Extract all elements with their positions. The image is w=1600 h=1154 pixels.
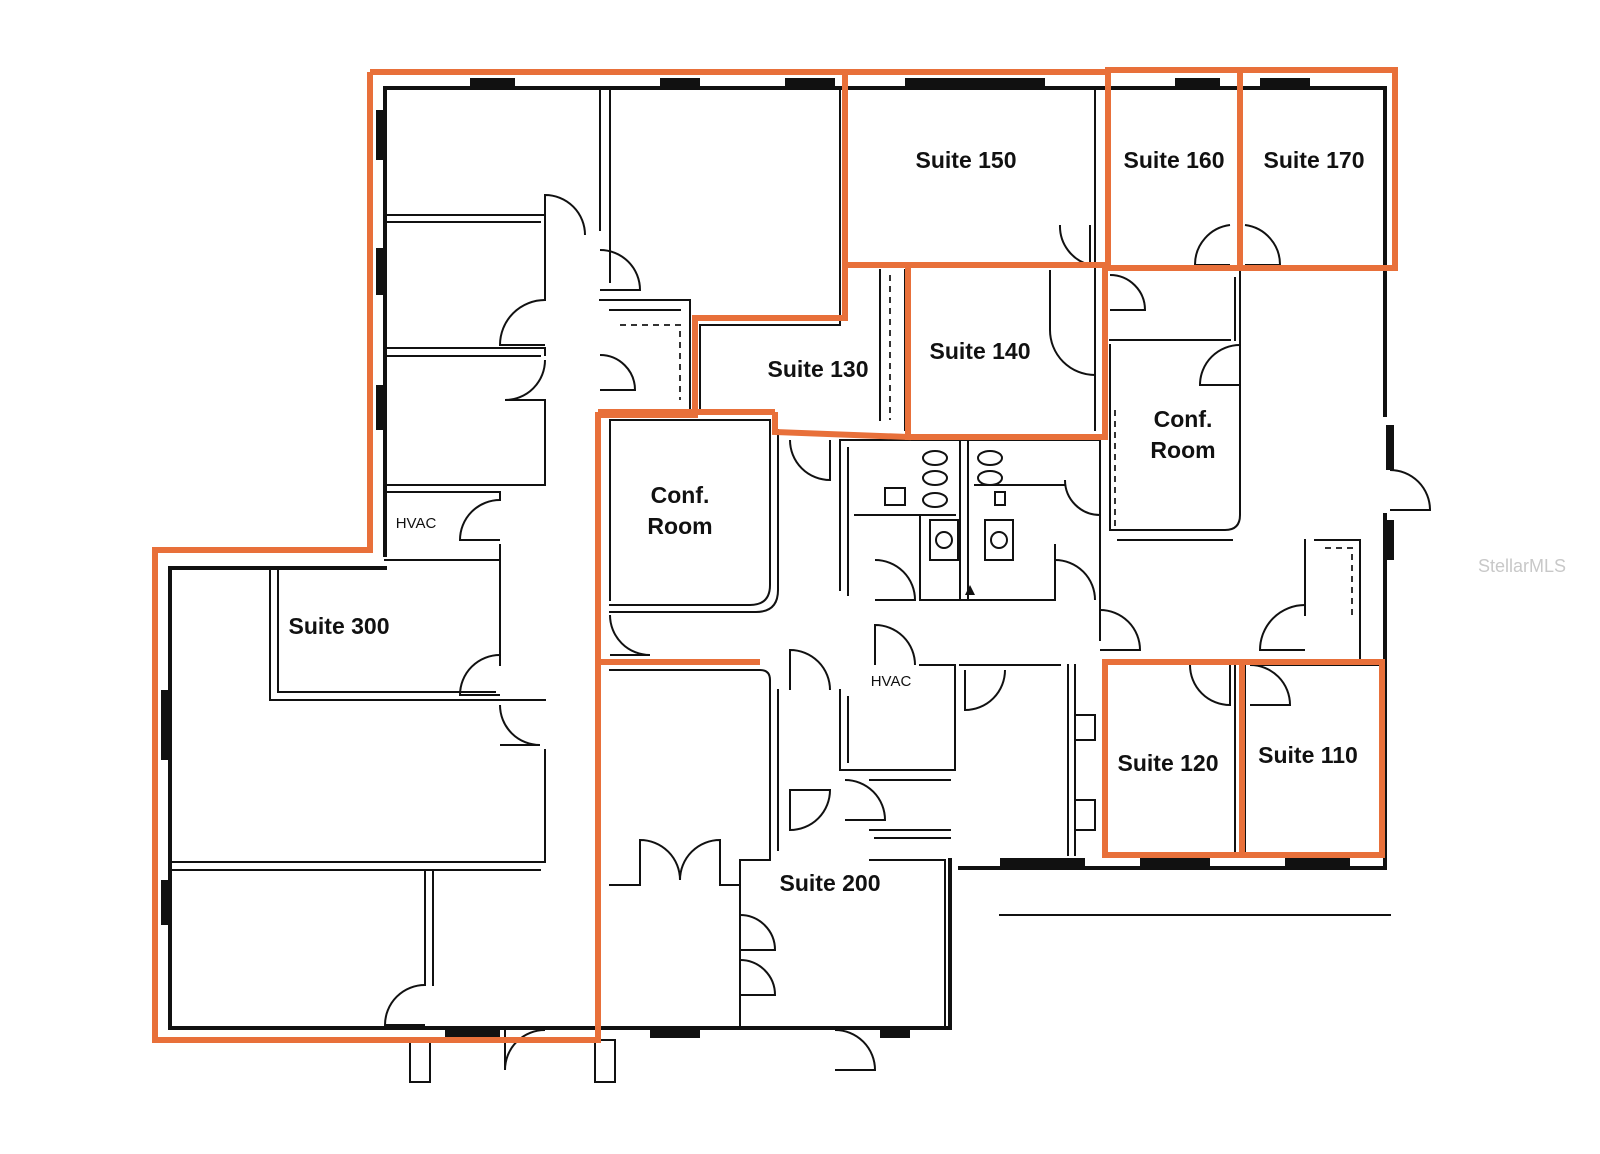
urinal-icon — [994, 491, 1006, 506]
suite-300-label: Suite 300 — [289, 613, 390, 639]
conf-room-center-label-line1: Conf. — [651, 482, 710, 508]
dashed-partitions — [620, 275, 1353, 615]
suite-outlines — [152, 67, 1398, 1043]
suite-160-label: Suite 160 — [1124, 147, 1225, 173]
conf-room-right-label-line1: Conf. — [1154, 406, 1213, 432]
toilet-icon — [922, 492, 948, 508]
sink-icon — [1074, 714, 1096, 741]
toilet-icon — [922, 450, 948, 466]
suite-170-label: Suite 170 — [1264, 147, 1365, 173]
suite-110-label: Suite 110 — [1258, 742, 1358, 768]
hvac-lower-label: HVAC — [871, 673, 912, 690]
toilet-icon — [977, 450, 1003, 466]
room-labels: Suite 150 Suite 160 Suite 170 Suite 140 … — [289, 147, 1365, 896]
drain-icon — [935, 531, 953, 549]
restroom-fixtures — [884, 450, 1096, 831]
conf-room-center-label-line2: Room — [647, 513, 712, 539]
drain-icon — [990, 531, 1008, 549]
hvac-upper-label: HVAC — [396, 515, 437, 532]
urinal-icon — [884, 487, 906, 506]
walls — [168, 86, 1391, 1083]
conf-room-right-label-line2: Room — [1150, 437, 1215, 463]
counter-icon — [1074, 799, 1096, 831]
suite-130-label: Suite 130 — [768, 356, 869, 382]
windows — [161, 78, 1394, 1038]
suite-120-label: Suite 120 — [1118, 750, 1219, 776]
suite-200-label: Suite 200 — [780, 870, 881, 896]
outline-suite-110 — [1239, 659, 1385, 858]
outline-suite-170 — [1237, 67, 1398, 271]
suite-150-label: Suite 150 — [916, 147, 1017, 173]
toilet-icon — [977, 470, 1003, 486]
watermark: StellarMLS — [1478, 556, 1566, 576]
toilet-icon — [922, 470, 948, 486]
suite-140-label: Suite 140 — [930, 338, 1031, 364]
outline-suite-130 — [772, 262, 911, 441]
doors — [383, 193, 1432, 1071]
